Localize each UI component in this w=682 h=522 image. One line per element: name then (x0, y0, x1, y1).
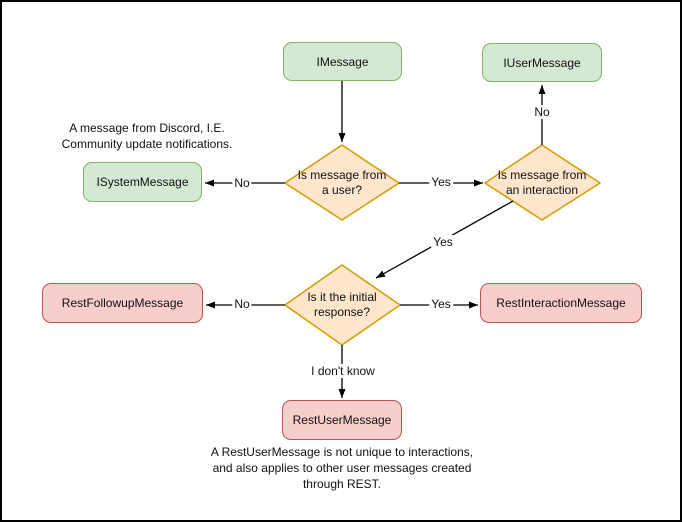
isystemmessage-note-line1: A message from Discord, I.E. (69, 121, 225, 135)
node-restfollowupmessage: RestFollowupMessage (42, 283, 203, 323)
decision-initial-label: Is it the initial response? (307, 290, 377, 319)
node-iusermessage: IUserMessage (482, 43, 602, 82)
isystemmessage-note-line2: Community update notifications. (61, 137, 233, 151)
node-isystemmessage: ISystemMessage (83, 162, 202, 202)
edge-label-interaction-no: No (532, 105, 552, 119)
restusermessage-note-line1: A RestUserMessage is not unique to inter… (210, 445, 474, 459)
node-restusermessage: RestUserMessage (282, 400, 402, 440)
restusermessage-note-line2: and also applies to other user messages … (212, 461, 472, 475)
node-restinteractionmessage: RestInteractionMessage (480, 283, 642, 323)
decision-user-shape (284, 144, 400, 221)
isystemmessage-note: A message from Discord, I.E. Community u… (47, 120, 247, 152)
edge-label-initial-no: No (232, 297, 252, 311)
edge-label-interaction-yes: Yes (431, 235, 455, 249)
restusermessage-note: A RestUserMessage is not unique to inter… (182, 444, 502, 492)
edge-label-user-yes: Yes (429, 175, 453, 189)
edge-label-initial-yes: Yes (429, 297, 453, 311)
decision-interaction-shape (484, 144, 601, 221)
edge-label-initial-unknown: I don't know (309, 364, 377, 378)
node-imessage: IMessage (283, 42, 402, 81)
decision-user-label: Is message from a user? (297, 167, 387, 197)
decision-interaction-label: Is message from an interaction (497, 167, 587, 197)
restusermessage-note-line3: through REST. (302, 477, 382, 491)
edge-label-user-no: No (232, 176, 252, 190)
